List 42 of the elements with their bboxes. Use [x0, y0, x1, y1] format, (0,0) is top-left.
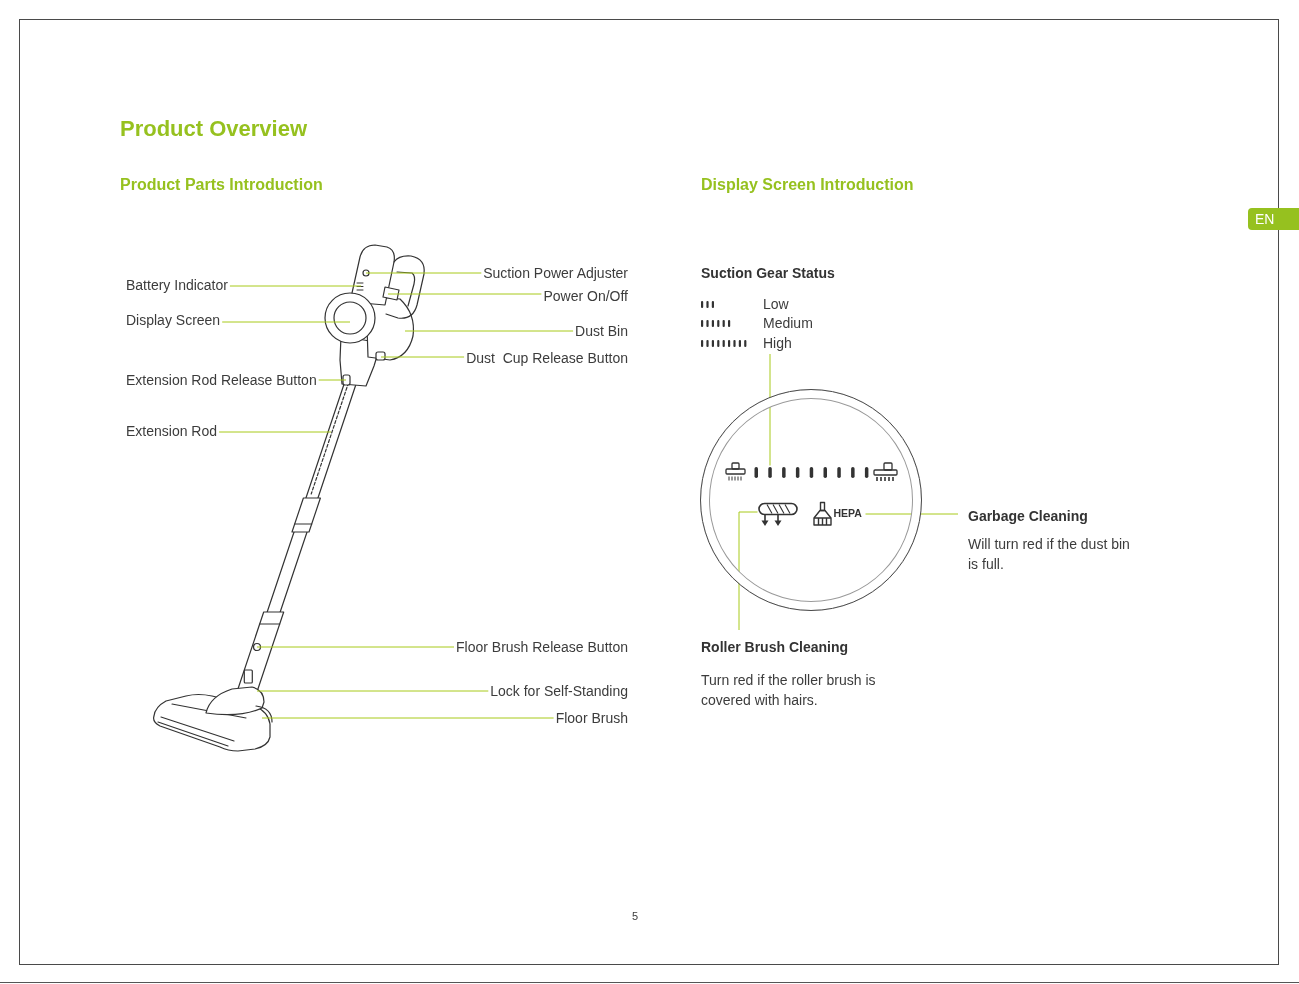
leader-line: [318, 379, 347, 381]
part-label: Extension Rod Release Button: [126, 371, 319, 389]
leader-line: [261, 717, 555, 719]
callout-description: Turn red if the roller brush is covered with hairs.: [701, 671, 877, 710]
leader-line: [738, 511, 758, 631]
page-title: Product Overview: [120, 115, 308, 143]
display-screen-circle: [700, 389, 922, 611]
part-label: Floor Brush: [553, 709, 628, 727]
leader-line: [769, 353, 771, 466]
leader-line: [218, 431, 332, 433]
language-tab: EN: [1248, 208, 1299, 230]
indicator-label: HEPA: [833, 506, 862, 520]
section-heading: Product Parts Introduction: [120, 175, 323, 195]
leader-line: [404, 330, 574, 332]
page-number: 5: [632, 909, 639, 923]
leader-line: [229, 285, 362, 287]
leader-line: [256, 646, 455, 648]
tick-marks-icon: [752, 465, 870, 479]
legend-label: High: [763, 334, 792, 352]
part-label: Dust Bin: [573, 322, 628, 340]
part-label: Display Screen: [126, 311, 223, 329]
part-label: Lock for Self-Standing: [488, 682, 628, 700]
roller-brush-icon: [757, 501, 798, 527]
leader-line: [865, 513, 959, 515]
callout-description: Will turn red if the dust bin is full.: [968, 535, 1131, 574]
leader-line: [221, 321, 351, 323]
callout-heading: Garbage Cleaning: [968, 507, 1089, 525]
legend-label: Medium: [763, 314, 813, 332]
part-label: Battery Indicator: [126, 276, 230, 294]
leader-line: [380, 356, 465, 358]
status-heading: Suction Gear Status: [701, 264, 836, 282]
leader-line: [387, 293, 542, 295]
legend-label: Low: [763, 295, 789, 313]
part-label: Floor Brush Release Button: [454, 638, 628, 656]
part-label: Suction Power Adjuster: [481, 264, 628, 282]
part-label: Dust Cup Release Button: [464, 349, 628, 367]
leader-line: [365, 272, 482, 274]
part-label: Extension Rod: [126, 422, 220, 440]
leader-line: [256, 690, 489, 692]
section-heading: Display Screen Introduction: [701, 175, 914, 195]
callout-heading: Roller Brush Cleaning: [701, 638, 850, 656]
part-label: Power On/Off: [541, 287, 628, 305]
